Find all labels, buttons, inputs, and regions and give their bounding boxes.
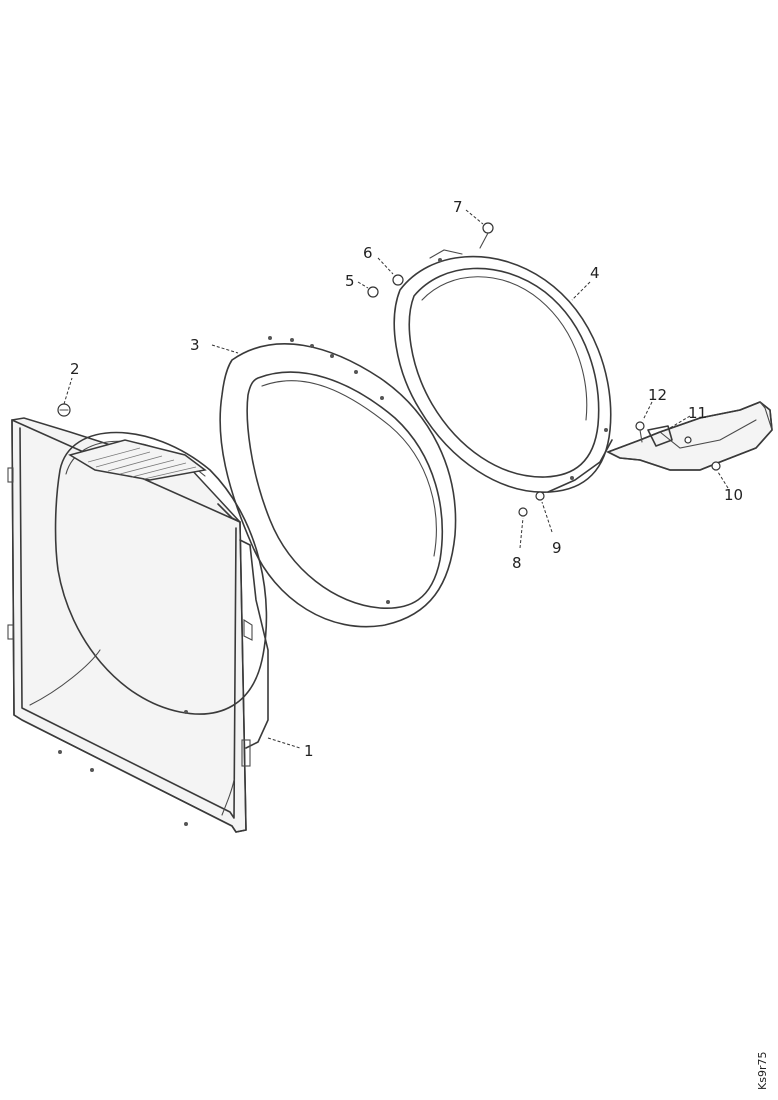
callout-11: 11 xyxy=(688,404,707,422)
hinge-screw-part-12 xyxy=(635,401,653,443)
screw-part-2 xyxy=(57,377,73,417)
callout-7: 7 xyxy=(453,198,463,216)
fastener-part-7 xyxy=(465,209,494,249)
callout-8: 8 xyxy=(512,554,522,572)
callout-6: 6 xyxy=(363,244,373,262)
callout-4: 4 xyxy=(590,264,600,282)
leader-part-1 xyxy=(267,737,301,749)
callout-1: 1 xyxy=(304,742,314,760)
drawing-code: Ks9r75 xyxy=(756,1052,769,1090)
screw-part-8 xyxy=(518,507,528,549)
callout-5: 5 xyxy=(345,272,355,290)
fastener-part-6 xyxy=(377,257,404,286)
hinge-bracket-part-11 xyxy=(647,415,691,447)
callout-3: 3 xyxy=(190,336,200,354)
callout-10: 10 xyxy=(724,486,743,504)
callout-12: 12 xyxy=(648,386,667,404)
door-ring-part-3 xyxy=(211,336,457,628)
door-ring-part-4 xyxy=(393,249,613,493)
screw-part-9 xyxy=(535,491,553,533)
callout-2: 2 xyxy=(70,360,80,378)
front-panel-part-1 xyxy=(7,417,269,833)
callout-9: 9 xyxy=(552,539,562,557)
fastener-part-5 xyxy=(357,281,379,298)
hinge-part-10 xyxy=(606,401,773,489)
